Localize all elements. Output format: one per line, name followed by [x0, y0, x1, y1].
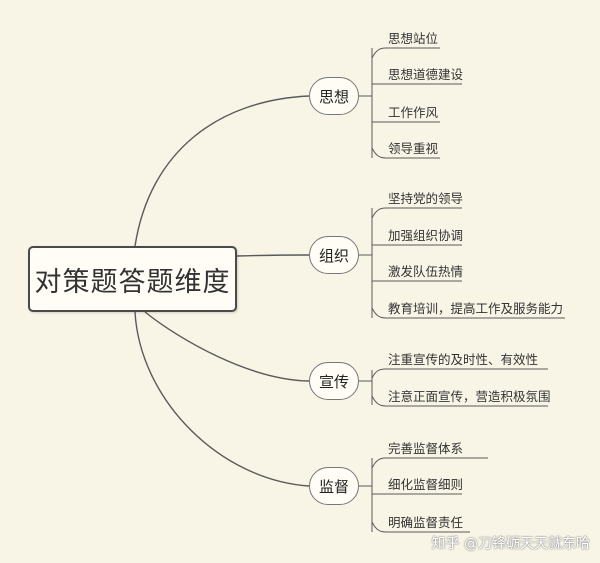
- leaf-jiandu-1[interactable]: 完善监督体系: [388, 441, 464, 456]
- link-xuanchuan-leaf-1: [371, 368, 548, 379]
- leaf-sixiang-3[interactable]: 工作作风: [388, 105, 439, 120]
- link-xuanchuan-brace: [359, 370, 373, 405]
- link-xuanchuan-leaf-2: [371, 395, 548, 407]
- leaf-sixiang-1[interactable]: 思想站位: [388, 31, 439, 46]
- link-jiandu-leaf-3: [371, 521, 470, 533]
- leaf-xuanchuan-2[interactable]: 注意正面宣传，营造积极氛围: [388, 389, 551, 404]
- central-topic[interactable]: 对策题答题维度: [28, 246, 237, 312]
- leaf-zuzhi-1[interactable]: 坚持党的领导: [388, 191, 464, 206]
- leaf-sixiang-4[interactable]: 领导重视: [388, 141, 439, 156]
- link-central-to-xuanchuan: [144, 311, 310, 382]
- branch-zuzhi[interactable]: 组织: [309, 236, 359, 274]
- branch-xuanchuan[interactable]: 宣传: [309, 362, 359, 400]
- link-sixiang-brace: [359, 48, 373, 158]
- zhihu-watermark: 知乎 @刀锋砺天天就东哈: [431, 536, 590, 552]
- link-zuzhi-brace: [359, 208, 373, 318]
- link-central-to-zuzhi: [236, 254, 310, 257]
- link-zuzhi-leaf-1: [371, 207, 462, 219]
- link-sixiang-leaf-1: [371, 47, 440, 59]
- branch-jiandu[interactable]: 监督: [309, 467, 359, 505]
- link-sixiang-leaf-4: [371, 147, 440, 159]
- leaf-zuzhi-2[interactable]: 加强组织协调: [388, 228, 464, 243]
- leaf-zuzhi-3[interactable]: 激发队伍热情: [388, 264, 464, 279]
- leaf-jiandu-2[interactable]: 细化监督细则: [388, 477, 464, 492]
- link-jiandu-brace: [359, 458, 373, 532]
- leaf-sixiang-2[interactable]: 思想道德建设: [388, 67, 464, 82]
- branch-sixiang[interactable]: 思想: [309, 77, 359, 115]
- leaf-zuzhi-4[interactable]: 教育培训，提高工作及服务能力: [388, 301, 564, 316]
- leaf-xuanchuan-1[interactable]: 注重宣传的及时性、有效性: [388, 352, 539, 367]
- leaf-jiandu-3[interactable]: 明确监督责任: [388, 515, 464, 530]
- link-central-to-sixiang: [134, 95, 310, 247]
- link-central-to-jiandu: [134, 311, 310, 487]
- link-zuzhi-leaf-4: [371, 307, 565, 319]
- link-jiandu-leaf-1: [371, 457, 488, 469]
